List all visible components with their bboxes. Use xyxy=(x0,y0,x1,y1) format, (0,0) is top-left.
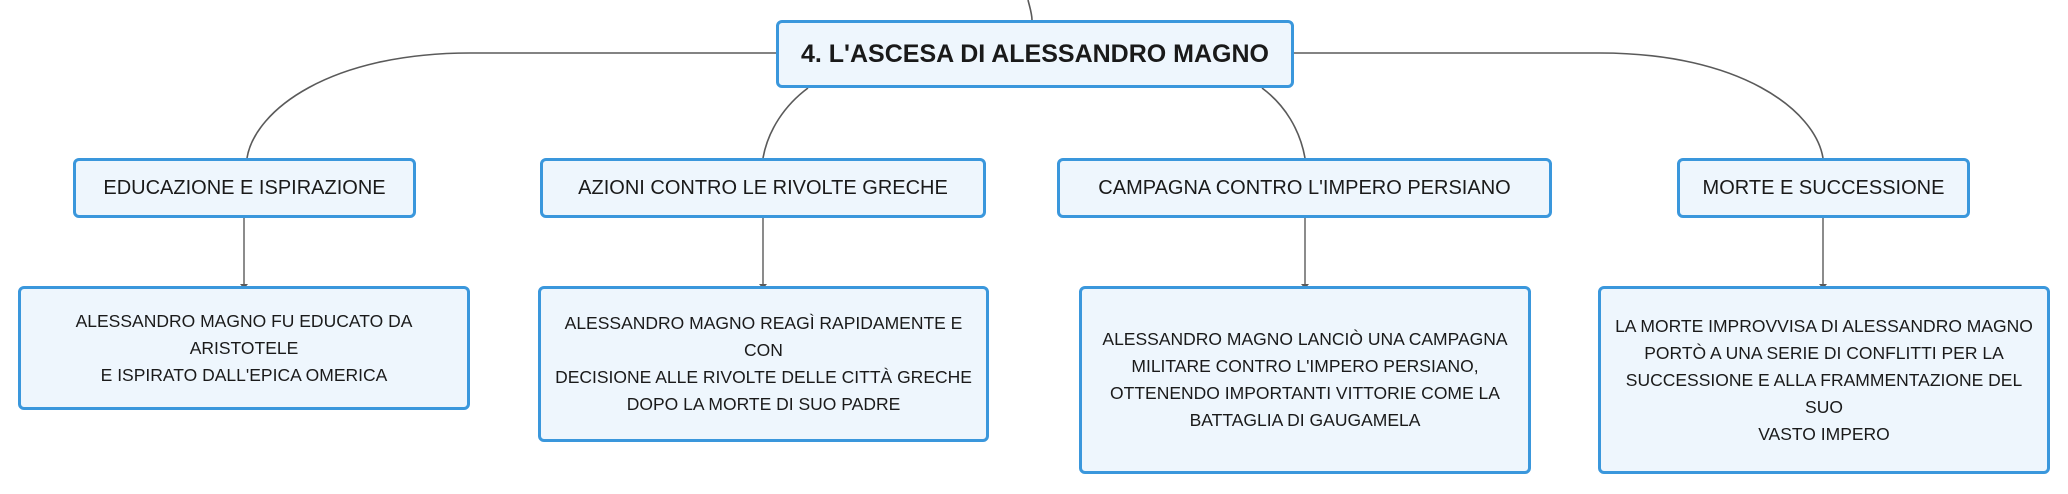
detail-line: ALESSANDRO MAGNO REAGÌ RAPIDAMENTE E CON xyxy=(564,313,963,360)
detail-line: ALESSANDRO MAGNO LANCIÒ UNA CAMPAGNA xyxy=(1102,329,1508,349)
detail-node-death-succession[interactable]: LA MORTE IMPROVVISA DI ALESSANDRO MAGNO … xyxy=(1598,286,2050,474)
root-node-label: 4. L'ASCESA DI ALESSANDRO MAGNO xyxy=(800,39,1270,68)
detail-line: ALESSANDRO MAGNO FU EDUCATO DA ARISTOTEL… xyxy=(75,310,413,358)
topic-label: CAMPAGNA CONTRO L'IMPERO PERSIANO xyxy=(1098,176,1511,199)
detail-line: LA MORTE IMPROVVISA DI ALESSANDRO MAGNO xyxy=(1615,315,2033,336)
detail-line: DOPO LA MORTE DI SUO PADRE xyxy=(626,394,901,414)
connector-root-to-topic-4 xyxy=(1294,52,1824,159)
detail-node-revolts[interactable]: ALESSANDRO MAGNO REAGÌ RAPIDAMENTE E CON… xyxy=(538,286,989,442)
detail-node-education[interactable]: ALESSANDRO MAGNO FU EDUCATO DA ARISTOTEL… xyxy=(18,286,470,410)
detail-text: ALESSANDRO MAGNO REAGÌ RAPIDAMENTE E CON… xyxy=(549,310,978,418)
connector-root-to-topic-2 xyxy=(762,87,809,159)
detail-line: E ISPIRATO DALL'EPICA OMERICA xyxy=(100,364,388,385)
connector-root-to-topic-1 xyxy=(246,52,776,159)
detail-line: DECISIONE ALLE RIVOLTE DELLE CITTÀ GRECH… xyxy=(555,367,972,387)
connector-parent-to-root xyxy=(1027,0,1033,21)
detail-text: ALESSANDRO MAGNO FU EDUCATO DA ARISTOTEL… xyxy=(29,308,459,389)
detail-text: LA MORTE IMPROVVISA DI ALESSANDRO MAGNO … xyxy=(1609,313,2039,448)
detail-text: ALESSANDRO MAGNO LANCIÒ UNA CAMPAGNA MIL… xyxy=(1102,326,1507,434)
topic-node-death-succession[interactable]: MORTE E SUCCESSIONE xyxy=(1677,158,1970,218)
topic-label: EDUCAZIONE E ISPIRAZIONE xyxy=(103,176,386,199)
topic-node-persian-campaign[interactable]: CAMPAGNA CONTRO L'IMPERO PERSIANO xyxy=(1057,158,1552,218)
detail-line: MILITARE CONTRO L'IMPERO PERSIANO, xyxy=(1131,356,1479,376)
detail-line: VASTO IMPERO xyxy=(1758,423,1890,444)
topic-label: AZIONI CONTRO LE RIVOLTE GRECHE xyxy=(578,176,948,199)
detail-line: PORTÒ A UNA SERIE DI CONFLITTI PER LA xyxy=(1644,342,2004,363)
detail-line: BATTAGLIA DI GAUGAMELA xyxy=(1189,410,1421,430)
topic-node-revolts[interactable]: AZIONI CONTRO LE RIVOLTE GRECHE xyxy=(540,158,986,218)
topic-label: MORTE E SUCCESSIONE xyxy=(1702,176,1945,199)
connector-root-to-topic-3 xyxy=(1261,87,1306,159)
topic-node-education[interactable]: EDUCAZIONE E ISPIRAZIONE xyxy=(73,158,416,218)
detail-line: SUCCESSIONE E ALLA FRAMMENTAZIONE DEL SU… xyxy=(1625,369,2023,417)
detail-line: OTTENENDO IMPORTANTI VITTORIE COME LA xyxy=(1110,383,1500,403)
detail-node-persian-campaign[interactable]: ALESSANDRO MAGNO LANCIÒ UNA CAMPAGNA MIL… xyxy=(1079,286,1531,474)
root-node[interactable]: 4. L'ASCESA DI ALESSANDRO MAGNO xyxy=(776,20,1294,88)
